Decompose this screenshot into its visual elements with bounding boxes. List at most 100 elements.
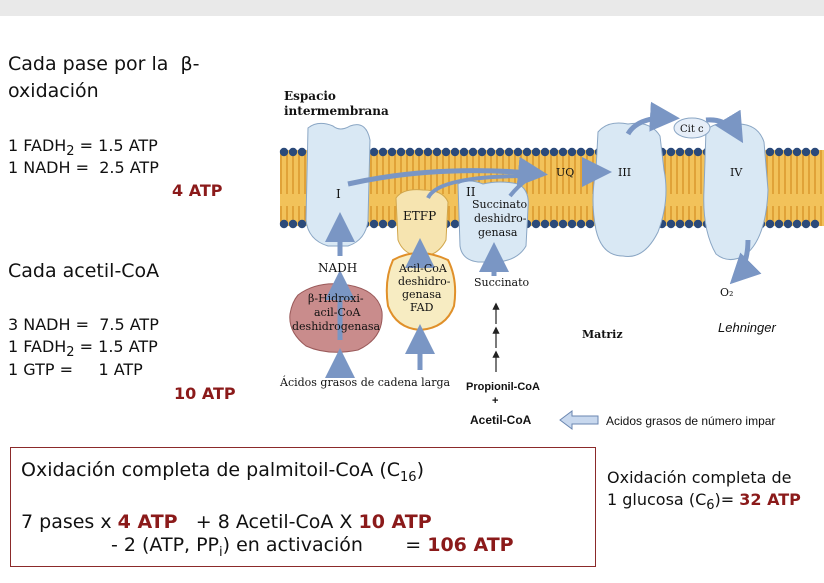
lipid-head [405,147,415,157]
acyl-label-1: Acil-CoA [398,262,448,275]
lipid-head [279,147,289,157]
lipid-head [792,219,802,229]
complex-iii [592,122,667,257]
matriz-label: Matriz [582,328,623,341]
glucose-line2-sub: 6 [706,498,715,514]
beta-heading-line2: oxidación [8,80,99,102]
fadh2-line: 1 FADH2 = 1.5 ATP [8,134,158,164]
lipid-head [531,147,541,157]
nadh-line: 1 NADH = 2.5 ATP [8,158,159,177]
cyt-c-label: Cit c [680,124,704,135]
glucose-line2-b: )= [714,490,740,509]
hydroxy-label-2: acil-CoA [314,306,362,319]
lipid-head [810,219,820,229]
lipid-head [378,147,388,157]
complex-i-label: I [336,187,341,201]
box-line2-d: 10 ATP [358,511,432,533]
lipid-head [414,147,424,157]
lipid-head [540,219,550,229]
lipid-head [540,147,550,157]
lipid-head [279,219,289,229]
lipid-head [801,219,811,229]
odd-fatty-label: Acidos grasos de número impar [606,414,775,428]
lipid-head [477,147,487,157]
lipid-head [558,147,568,157]
gtp-line: 1 GTP = 1 ATP [8,360,143,379]
lipid-head [693,219,703,229]
box-line3-a: - 2 (ATP, PP [111,534,220,556]
nadh-label: NADH [318,261,357,275]
lipid-head [441,147,451,157]
lipid-head [585,219,595,229]
arrow-ii-to-uq [508,172,543,198]
box-title-sub: 16 [400,469,417,485]
lipid-head [765,147,775,157]
o2-label: O₂ [720,286,733,299]
box-line2: 7 pases x 4 ATP + 8 Acetil-CoA X 10 ATP [21,510,432,534]
beta-total: 4 ATP [172,181,223,200]
lipid-head [774,219,784,229]
lipid-head [774,147,784,157]
lipid-head [684,147,694,157]
lipid-head [783,219,793,229]
etfp-label: ETFP [403,209,436,223]
lipid-head [387,219,397,229]
lipid-head [495,147,505,157]
lipid-head [558,219,568,229]
box-line3-sub: i [219,544,223,560]
lipid-head [513,147,523,157]
succ-dh-label-2: deshidro- [474,212,527,225]
lipid-head [666,147,676,157]
lipid-head [504,147,514,157]
space-label-2: intermembrana [284,104,389,118]
glucose-line1: Oxidación completa de [607,468,792,487]
succinato-label: Succinato [474,276,530,289]
succ-dh-label-1: Succinato [472,198,528,211]
palmitoyl-summary-box: Oxidación completa de palmitoil-CoA (C16… [10,447,596,567]
arrow-etfp-to-uq [426,174,529,200]
complex-iii-label: III [618,166,631,179]
acetyl-heading: Cada acetil-CoA [8,260,160,282]
lipid-head [522,147,532,157]
lipid-head [396,147,406,157]
acetyl-fadh2-prefix: 1 FADH [8,337,67,356]
lipid-head [549,147,559,157]
box-line2-c: + 8 Acetil-CoA X [177,511,359,533]
acetyl-total: 10 ATP [174,384,236,403]
acetyl-fadh2-line: 1 FADH2 = 1.5 ATP [8,335,158,365]
lipid-head [675,147,685,157]
lipid-head [378,219,388,229]
lipid-head [810,147,820,157]
acetyl-fadh2-sub: 2 [66,345,75,361]
lipid-head [369,219,379,229]
lipid-head [765,219,775,229]
arrow-iii-to-cytc [625,101,680,136]
lipid-head [792,147,802,157]
lipid-head [369,147,379,157]
acyl-label-3: genasa [402,288,442,301]
box-line2-b: 4 ATP [117,511,178,533]
lipid-head [468,147,478,157]
lipid-head [450,147,460,157]
acyl-label-4: FAD [410,301,434,314]
complex-iv-label: IV [730,166,743,179]
fadh2-prefix: 1 FADH [8,136,67,155]
box-line3-b: ) en activación = [222,534,428,556]
uq-label: UQ [556,166,574,179]
lipid-head [486,147,496,157]
electron-transport-diagram: Espacio intermembrana I ETFP II Succinat… [279,89,824,430]
lipid-head [675,219,685,229]
arrow-i-to-uq [347,156,548,187]
lipid-head [693,147,703,157]
arrow-iv-to-o2 [729,239,762,285]
lipid-head [567,219,577,229]
box-title-prefix: Oxidación completa de palmitoil-CoA (C [21,459,401,481]
glucose-line2-a: 1 glucosa (C [607,490,707,509]
lipid-head [288,219,298,229]
acyl-label-2: deshidro- [398,275,451,288]
lipid-head [531,219,541,229]
lipid-head [297,147,307,157]
acetyl-coa-label: Acetil-CoA [470,413,532,427]
lipid-head [288,147,298,157]
complex-ii [457,180,529,263]
